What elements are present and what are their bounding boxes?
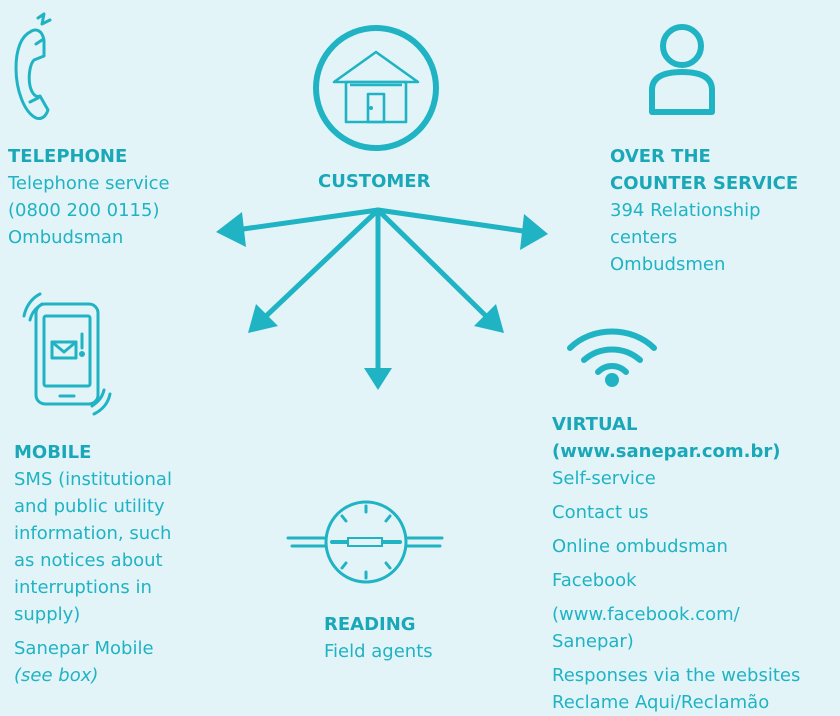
house-icon bbox=[313, 25, 439, 151]
arrows bbox=[216, 207, 548, 390]
virtual-item: Reclame Aqui/Reclamão bbox=[552, 692, 770, 713]
virtual-item: Responses via the websites bbox=[552, 665, 801, 686]
mobile-line: SMS (institutional bbox=[14, 469, 172, 490]
reading-line: Field agents bbox=[324, 641, 433, 662]
counter-line: centers bbox=[610, 227, 678, 248]
arrow-mobile bbox=[261, 207, 381, 321]
mobile-line: Sanepar Mobile bbox=[14, 638, 154, 659]
virtual-item: (www.facebook.com/ bbox=[552, 604, 740, 625]
reading-block: READING Field agents bbox=[324, 611, 433, 665]
telephone-line: Ombudsman bbox=[8, 227, 124, 248]
mobile-title: MOBILE bbox=[14, 442, 92, 463]
telephone-title: TELEPHONE bbox=[8, 146, 128, 167]
arrow-telephone bbox=[233, 207, 381, 233]
reading-title: READING bbox=[324, 614, 416, 635]
customer-label: CUSTOMER bbox=[318, 171, 431, 192]
mobile-line: interruptions in bbox=[14, 577, 152, 598]
arrow-counter bbox=[375, 207, 533, 235]
mobile-phone-icon bbox=[22, 292, 112, 416]
counter-title: OVER THE bbox=[610, 146, 711, 167]
mobile-block: MOBILE SMS (institutional and public uti… bbox=[14, 439, 172, 689]
virtual-item: Online ombudsman bbox=[552, 536, 728, 557]
person-icon bbox=[649, 24, 715, 115]
counter-line: Ombudsmen bbox=[610, 254, 726, 275]
arrow-virtual bbox=[375, 207, 491, 321]
wifi-icon bbox=[567, 328, 657, 387]
mobile-line: and public utility bbox=[14, 496, 165, 517]
meter-icon bbox=[286, 500, 444, 584]
mobile-line: as notices about bbox=[14, 550, 163, 571]
virtual-item: Facebook bbox=[552, 570, 637, 591]
phone-icon bbox=[14, 12, 52, 120]
telephone-block: TELEPHONE Telephone service (0800 200 01… bbox=[8, 143, 170, 251]
counter-line: 394 Relationship bbox=[610, 200, 761, 221]
counter-title: COUNTER SERVICE bbox=[610, 173, 799, 194]
virtual-title: VIRTUAL bbox=[552, 414, 638, 435]
telephone-line: (0800 200 0115) bbox=[8, 200, 160, 221]
mobile-line: supply) bbox=[14, 604, 81, 625]
telephone-line: Telephone service bbox=[8, 173, 170, 194]
virtual-block: VIRTUAL (www.sanepar.com.br) Self-servic… bbox=[552, 411, 800, 716]
virtual-item: Self-service bbox=[552, 468, 656, 489]
mobile-line: information, such bbox=[14, 523, 172, 544]
virtual-item: Sanepar) bbox=[552, 631, 634, 652]
virtual-url-link[interactable]: (www.sanepar.com.br) bbox=[552, 441, 781, 462]
counter-block: OVER THE COUNTER SERVICE 394 Relationshi… bbox=[610, 143, 798, 278]
mobile-line: (see box) bbox=[14, 665, 99, 686]
virtual-item: Contact us bbox=[552, 502, 649, 523]
